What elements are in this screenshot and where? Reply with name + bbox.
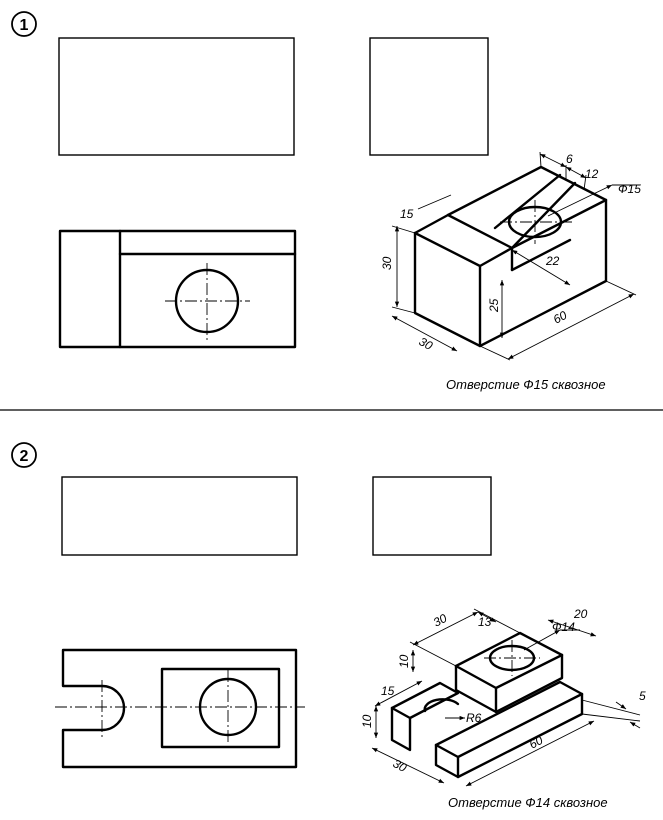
task-2-number: 2 <box>20 448 29 465</box>
dim-1-12: 12 <box>585 167 599 181</box>
dim-1-15: 15 <box>400 207 414 221</box>
dim-2-15: 15 <box>381 684 395 698</box>
task-1-note: Отверстие Ф15 сквозное <box>446 377 606 392</box>
task-2: 2 <box>11 442 646 810</box>
task-1-side-view-frame <box>369 37 489 156</box>
dim-2-10-top: 10 <box>397 654 411 668</box>
dim-2-dia14: Ф14 <box>552 620 575 634</box>
dim-2-r6: R6 <box>466 711 482 725</box>
dim-2-30-top: 30 <box>431 611 450 630</box>
task-1: 1 <box>11 11 641 392</box>
dim-2-60: 60 <box>527 733 546 752</box>
task-2-isometric-view: 30 13 20 Ф14 10 15 10 R6 5 60 30 <box>360 607 646 787</box>
task-2-front-view-frame <box>61 476 298 556</box>
dim-1-60: 60 <box>551 308 570 327</box>
dim-2-13: 13 <box>478 615 492 629</box>
task-2-number-circle <box>11 442 37 468</box>
task-2-note: Отверстие Ф14 сквозное <box>448 795 608 810</box>
dim-1-30h: 30 <box>380 256 394 270</box>
dim-1-6: 6 <box>566 152 573 166</box>
task-1-number-circle <box>11 11 37 37</box>
task-1-isometric-view: 6 12 Ф15 15 30 22 25 30 60 <box>380 151 641 361</box>
task-2-side-view-frame <box>372 476 492 556</box>
dim-2-10-bottom: 10 <box>360 714 374 728</box>
dim-2-5: 5 <box>639 689 646 703</box>
task-1-front-view-frame <box>58 37 295 156</box>
task-1-top-view <box>58 229 297 349</box>
dim-1-dia15: Ф15 <box>618 182 641 196</box>
dim-1-30w: 30 <box>417 334 436 353</box>
dim-2-20: 20 <box>573 607 588 621</box>
dim-1-22: 22 <box>545 254 560 268</box>
dim-1-25: 25 <box>487 298 501 313</box>
task-2-top-view <box>55 648 305 769</box>
dim-2-30-bottom: 30 <box>391 756 410 775</box>
task-1-number: 1 <box>20 17 29 34</box>
